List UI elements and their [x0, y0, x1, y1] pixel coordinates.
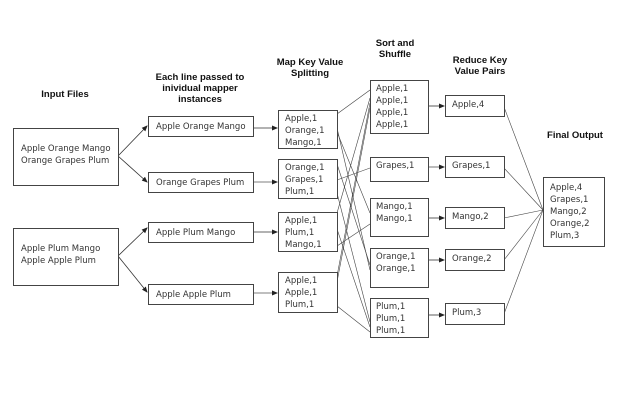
reduce-pair: Plum,3: [452, 308, 482, 318]
header-map-line: Map Key Value: [276, 57, 344, 68]
kv-pair: Plum,1: [285, 228, 315, 238]
header-map-line: Splitting: [291, 68, 329, 79]
kv-pair: Apple,1: [285, 288, 318, 298]
kv-pair: Apple,1: [285, 114, 318, 124]
kv-pair: Apple,1: [285, 216, 318, 226]
kv-pair: Orange,1: [376, 264, 416, 274]
mapper-line: Apple Orange Mango: [156, 122, 246, 132]
final-output-box: Apple,4 Grapes,1 Mango,2 Orange,2 Plum,3: [543, 177, 605, 247]
final-line: [503, 209, 544, 261]
kv-pair: Orange,1: [285, 126, 325, 136]
reduce-box: Orange,2: [445, 249, 505, 271]
kv-pair: Apple,1: [376, 84, 409, 94]
kv-pair: Plum,1: [376, 302, 406, 312]
header-reduce-line: Value Pairs: [454, 66, 506, 77]
kv-pair: Mango,1: [285, 240, 322, 250]
final-line: [503, 106, 544, 211]
shuffle-line: [336, 131, 371, 214]
kv-pair: Mango,1: [376, 202, 413, 212]
kv-pair: Grapes,1: [285, 175, 324, 185]
arrow-input2-to-mapper4: [117, 255, 148, 293]
header-reduce-line: Reduce Key: [452, 55, 508, 66]
shuffle-line: [336, 223, 371, 247]
map-output-box: Orange,1 Grapes,1 Plum,1: [278, 159, 338, 199]
kv-pair: Apple,1: [376, 120, 409, 130]
mapper-line: Apple Plum Mango: [156, 228, 236, 238]
shuffle-box-orange: Orange,1 Orange,1: [370, 248, 429, 288]
final-line: [503, 209, 544, 219]
reduce-pair: Grapes,1: [452, 161, 491, 171]
input-file-box: Apple Plum Mango Apple Apple Plum: [13, 228, 119, 286]
final-pair: Apple,4: [550, 183, 583, 193]
final-pair: Plum,3: [550, 231, 580, 241]
header-shuffle-line: Shuffle: [378, 49, 412, 60]
reduce-pair: Apple,4: [452, 100, 485, 110]
reduce-pair: Mango,2: [452, 212, 489, 222]
input-line: Apple Orange Mango: [21, 144, 111, 154]
shuffle-line: [336, 192, 371, 323]
shuffle-line: [336, 167, 371, 181]
header-sort-shuffle: Sort and Shuffle: [360, 38, 430, 60]
mapper-box: Apple Plum Mango: [148, 222, 254, 243]
mapper-box: Apple Orange Mango: [148, 116, 254, 137]
reduce-box: Mango,2: [445, 207, 505, 229]
header-map-splitting: Map Key Value Splitting: [265, 57, 355, 79]
kv-pair: Apple,1: [285, 276, 318, 286]
shuffle-line: [336, 228, 371, 328]
map-output-box: Apple,1 Apple,1 Plum,1: [278, 272, 338, 313]
mapper-box: Apple Apple Plum: [148, 284, 254, 305]
kv-pair: Apple,1: [376, 96, 409, 106]
kv-pair: Apple,1: [376, 108, 409, 118]
kv-pair: Orange,1: [376, 252, 416, 262]
reduce-box: Plum,3: [445, 303, 505, 325]
header-final-output: Final Output: [547, 130, 603, 141]
final-pair: Orange,2: [550, 219, 590, 229]
shuffle-box-apple: Apple,1 Apple,1 Apple,1 Apple,1: [370, 80, 429, 134]
arrow-input1-to-mapper1: [117, 125, 148, 157]
shuffle-box-mango: Mango,1 Mango,1: [370, 198, 429, 237]
kv-pair: Orange,1: [285, 163, 325, 173]
final-line: [503, 167, 544, 211]
shuffle-box-grapes: Grapes,1: [370, 157, 429, 182]
final-pair: Mango,2: [550, 207, 587, 217]
shuffle-line: [336, 89, 371, 115]
shuffle-line: [336, 107, 371, 283]
kv-pair: Plum,1: [376, 314, 406, 324]
kv-pair: Plum,1: [376, 326, 406, 336]
header-mapper-line: instances: [178, 94, 222, 105]
kv-pair: Grapes,1: [376, 161, 415, 171]
input-line: Orange Grapes Plum: [21, 156, 110, 166]
reduce-pair: Orange,2: [452, 254, 492, 264]
map-output-box: Apple,1 Plum,1 Mango,1: [278, 212, 338, 252]
shuffle-box-plum: Plum,1 Plum,1 Plum,1: [370, 298, 429, 338]
header-mapper-line: inividual mapper: [162, 83, 238, 94]
mapper-box: Orange Grapes Plum: [148, 172, 254, 193]
header-reduce: Reduce Key Value Pairs: [440, 55, 520, 77]
input-file-box: Apple Orange Mango Orange Grapes Plum: [13, 128, 119, 186]
shuffle-line: [336, 127, 371, 271]
final-line: [503, 209, 544, 315]
shuffle-line: [336, 97, 371, 214]
header-mapper-instances: Each line passed to inividual mapper ins…: [140, 72, 260, 105]
input-line: Apple Apple Plum: [21, 256, 96, 266]
input-line: Apple Plum Mango: [21, 244, 101, 254]
reduce-box: Apple,4: [445, 95, 505, 117]
reduce-box: Grapes,1: [445, 156, 505, 178]
arrow-input1-to-mapper2: [117, 155, 148, 183]
map-output-box: Apple,1 Orange,1 Mango,1: [278, 110, 338, 149]
shuffle-line: [336, 102, 371, 277]
kv-pair: Plum,1: [285, 300, 315, 310]
header-input-files: Input Files: [41, 89, 89, 100]
shuffle-line: [336, 305, 371, 333]
kv-pair: Plum,1: [285, 187, 315, 197]
mapper-line: Apple Apple Plum: [156, 290, 231, 300]
shuffle-line: [336, 163, 371, 266]
kv-pair: Mango,1: [285, 138, 322, 148]
final-pair: Grapes,1: [550, 195, 589, 205]
kv-pair: Mango,1: [376, 214, 413, 224]
mapper-line: Orange Grapes Plum: [156, 178, 245, 188]
header-mapper-line: Each line passed to: [155, 72, 245, 83]
header-shuffle-line: Sort and: [375, 38, 415, 49]
arrow-input2-to-mapper3: [117, 227, 148, 257]
